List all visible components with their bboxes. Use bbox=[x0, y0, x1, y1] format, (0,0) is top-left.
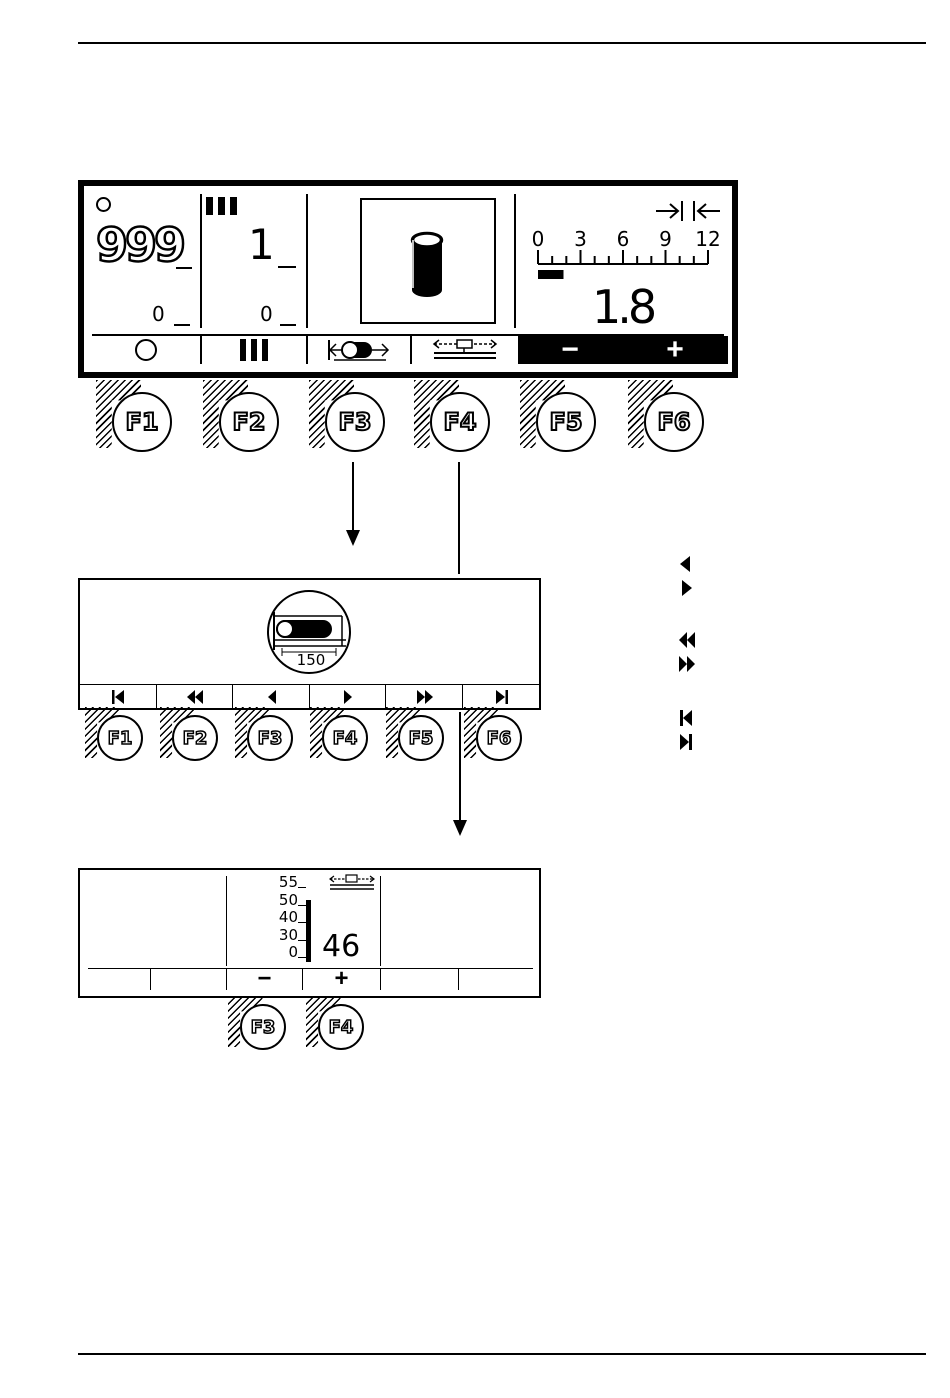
circle-icon bbox=[96, 197, 111, 212]
softkey-bars[interactable] bbox=[202, 336, 306, 364]
stitch-main-value: 1 bbox=[248, 224, 275, 266]
left-icon bbox=[680, 556, 690, 572]
header-rule bbox=[78, 42, 926, 44]
width-adjust-icon bbox=[654, 198, 854, 228]
cursor-underline bbox=[176, 267, 192, 269]
function-key-f6[interactable]: F6 bbox=[644, 392, 704, 452]
stitch-sub-value: 0 bbox=[260, 304, 273, 324]
softkey-roller[interactable] bbox=[308, 336, 410, 364]
function-key-f3[interactable]: F3 bbox=[325, 392, 385, 452]
divider bbox=[200, 194, 202, 328]
function-key-f5[interactable]: F5 bbox=[398, 715, 444, 761]
spacing-bar bbox=[306, 900, 311, 962]
scale-tick-label: 40 bbox=[279, 909, 298, 926]
spacer-icon bbox=[432, 338, 498, 362]
roller-slide-icon bbox=[326, 338, 392, 362]
main-display: 999 0 1 0 0 3 6 9 12 1.8 bbox=[78, 180, 738, 378]
softkey-first[interactable] bbox=[80, 685, 156, 708]
counter-main-value: 999 bbox=[96, 222, 183, 268]
arrow-f3 bbox=[352, 462, 354, 530]
roller-display: 150 bbox=[78, 578, 541, 710]
spacer-icon bbox=[328, 874, 378, 892]
function-key-f1[interactable]: F1 bbox=[97, 715, 143, 761]
arrow-f3-head bbox=[346, 530, 360, 546]
footer-rule bbox=[78, 1353, 926, 1355]
left-icon bbox=[264, 689, 280, 705]
scale-tick-label: 0 bbox=[288, 944, 298, 961]
function-key-f3[interactable]: F3 bbox=[247, 715, 293, 761]
function-key-f5[interactable]: F5 bbox=[536, 392, 596, 452]
roller-value: 150 bbox=[286, 652, 336, 668]
scale-tick bbox=[298, 922, 306, 923]
function-key-f4[interactable]: F4 bbox=[322, 715, 368, 761]
function-key-f1[interactable]: F1 bbox=[112, 392, 172, 452]
navigation-legend bbox=[674, 552, 714, 752]
counter-sub-value: 0 bbox=[152, 304, 165, 324]
function-key-f4[interactable]: F4 bbox=[318, 1004, 364, 1050]
first-icon bbox=[680, 710, 692, 726]
softkey-last[interactable] bbox=[462, 685, 540, 708]
softkey-circle[interactable] bbox=[92, 336, 200, 364]
softkey-left[interactable] bbox=[232, 685, 310, 708]
scale-tick-label: 9 bbox=[659, 227, 672, 251]
forward-icon bbox=[679, 656, 695, 672]
scale-fill-bar bbox=[538, 270, 564, 279]
rewind-icon bbox=[679, 632, 695, 648]
softkey-bar: − + bbox=[92, 336, 728, 364]
circle-icon bbox=[135, 339, 157, 361]
softkey-plus[interactable]: + bbox=[622, 336, 728, 364]
first-icon bbox=[110, 689, 126, 705]
cursor-underline bbox=[278, 266, 296, 268]
function-key-f3[interactable]: F3 bbox=[240, 1004, 286, 1050]
rewind-icon bbox=[184, 689, 206, 705]
last-icon bbox=[494, 689, 510, 705]
line-f4 bbox=[458, 462, 460, 574]
scale-tick bbox=[298, 887, 306, 888]
scale-tick-label: 0 bbox=[532, 227, 545, 251]
scale-tick bbox=[298, 940, 306, 941]
scale-tick-label: 30 bbox=[279, 927, 298, 944]
spool-icon bbox=[362, 200, 494, 322]
spool-preview-box bbox=[360, 198, 496, 324]
divider bbox=[380, 876, 381, 966]
scale-tick-label: 50 bbox=[279, 892, 298, 909]
bars-icon bbox=[206, 197, 240, 215]
function-key-f2[interactable]: F2 bbox=[219, 392, 279, 452]
function-key-f6[interactable]: F6 bbox=[476, 715, 522, 761]
scale-tick-label: 3 bbox=[574, 227, 587, 251]
cursor-underline bbox=[174, 324, 190, 326]
scale: 0 3 6 9 12 bbox=[530, 226, 730, 286]
right-icon bbox=[340, 689, 356, 705]
softkey-plus[interactable]: + bbox=[303, 968, 380, 990]
divider bbox=[226, 876, 227, 966]
softkey-spacer[interactable] bbox=[412, 336, 518, 364]
scale-tick-label: 12 bbox=[695, 227, 720, 251]
scale-value: 1.8 bbox=[592, 284, 653, 330]
scale-tick bbox=[298, 957, 306, 958]
softkey-minus[interactable]: − bbox=[227, 968, 302, 990]
forward-icon bbox=[414, 689, 436, 705]
bars-icon bbox=[240, 339, 268, 361]
spacing-value: 46 bbox=[322, 932, 360, 962]
function-key-f2[interactable]: F2 bbox=[172, 715, 218, 761]
function-key-f4[interactable]: F4 bbox=[430, 392, 490, 452]
softkey-forward[interactable] bbox=[385, 685, 463, 708]
arrow-down bbox=[459, 712, 461, 820]
last-icon bbox=[680, 734, 692, 750]
arrow-down-head bbox=[453, 820, 467, 836]
softkey-rewind[interactable] bbox=[156, 685, 233, 708]
divider bbox=[306, 194, 308, 328]
scale-tick-label: 6 bbox=[617, 227, 630, 251]
scale-tick-label: 55 bbox=[279, 874, 298, 891]
softkey-right[interactable] bbox=[309, 685, 386, 708]
softkey-minus[interactable]: − bbox=[518, 336, 622, 364]
right-icon bbox=[682, 580, 692, 596]
scale-tick bbox=[298, 905, 306, 906]
divider bbox=[514, 194, 516, 328]
cursor-underline bbox=[280, 324, 296, 326]
